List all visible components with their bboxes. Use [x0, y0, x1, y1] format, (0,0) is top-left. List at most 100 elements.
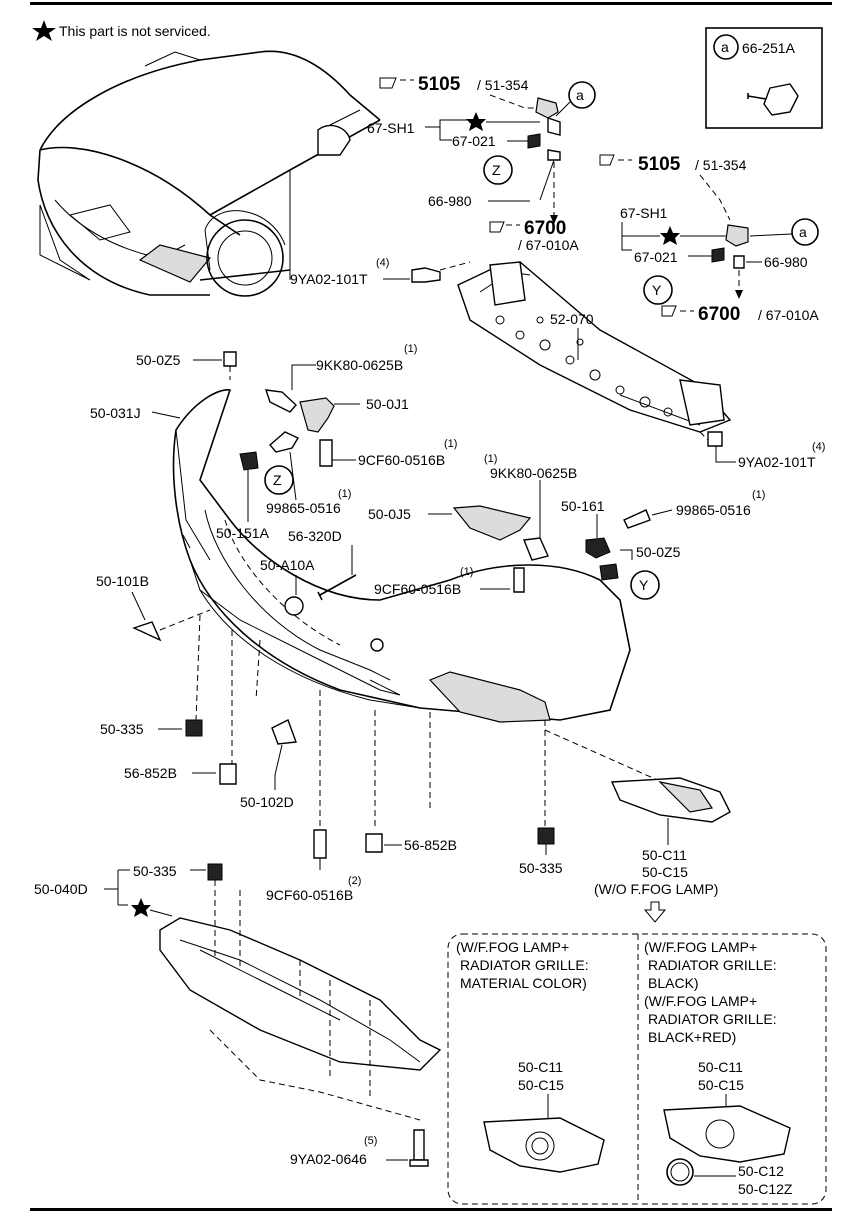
bracket-50-0j5	[452, 505, 532, 541]
wire-56320d	[317, 574, 357, 601]
label-9cf60-mid: 9CF60-0516B	[374, 581, 461, 597]
variant-left-text: (W/F.FOG LAMP+ RADIATOR GRILLE: MATERIAL…	[456, 939, 589, 991]
label-9cf60-low: 9CF60-0516B	[266, 887, 353, 903]
bracket-50151a	[239, 451, 259, 471]
label-50031j: 50-031J	[90, 405, 141, 421]
svg-text:(2): (2)	[348, 875, 361, 887]
label-66980-right: 66-980	[764, 254, 808, 270]
label-bolt-right: 9YA02-101T	[738, 454, 816, 470]
book-icon	[599, 154, 615, 166]
book-icon	[379, 77, 397, 89]
fog-cover-50c11	[610, 777, 731, 823]
label-50101b: 50-101B	[96, 573, 149, 589]
not-serviced-note: This part is not serviced.	[32, 20, 211, 41]
bolt-9ya02-top	[411, 267, 441, 283]
label-50335-left: 50-335	[100, 721, 144, 737]
label-9kk80-mid: 9KK80-0625B	[490, 465, 577, 481]
label-50335-low: 50-335	[133, 863, 177, 879]
legend-letter: a	[721, 39, 729, 55]
label-56852b-mid: 56-852B	[404, 837, 457, 853]
ref-6700-right: 6700 / 67-010A	[661, 304, 819, 325]
cap-50a10a	[284, 596, 304, 616]
label-fog-wo: (W/O F.FOG LAMP)	[594, 881, 718, 897]
car-sketch	[37, 50, 381, 297]
svg-text:5105: 5105	[638, 154, 681, 175]
label-67021-right: 67-021	[634, 249, 678, 265]
svg-text:Y: Y	[639, 577, 649, 593]
label-var-left-c11: 50-C11	[518, 1059, 563, 1075]
label-50102d: 50-102D	[240, 794, 294, 810]
bolt-9cf60-top	[319, 439, 333, 467]
bolt-9cf60-low	[313, 829, 327, 859]
svg-text:RADIATOR GRILLE:: RADIATOR GRILLE:	[648, 1011, 777, 1027]
front-bumper-50031j	[172, 389, 631, 721]
legend-part: 66-251A	[742, 40, 796, 56]
fog-cover-var-right	[663, 1105, 791, 1163]
label-50-0z5-mid: 50-0Z5	[636, 544, 681, 560]
book-icon	[661, 305, 677, 317]
callout-a-top	[568, 81, 596, 109]
clip-67021-right	[711, 247, 725, 263]
callout-z-top	[483, 155, 513, 185]
label-50-0j5: 50-0J5	[368, 506, 411, 522]
bracket-50-0j1	[299, 397, 335, 433]
bracket-50161	[585, 537, 611, 559]
label-var-right-c11: 50-C11	[698, 1059, 743, 1075]
screw-99865-left	[269, 431, 300, 453]
label-67021-left: 67-021	[452, 133, 496, 149]
clip-50-0z5-top	[223, 351, 237, 367]
label-var-right-c15: 50-C15	[698, 1077, 744, 1093]
legend-box: a 66-251A	[705, 27, 823, 129]
variant-right-text: (W/F.FOG LAMP+ RADIATOR GRILLE: BLACK) (…	[644, 939, 777, 1045]
callout-a-right	[791, 218, 819, 246]
cover-50101b	[132, 621, 162, 642]
beam-holes	[495, 315, 673, 417]
callout-y-bumper	[630, 570, 660, 600]
svg-text:BLACK+RED): BLACK+RED)	[648, 1029, 736, 1045]
label-67sh1-left: 67-SH1	[367, 120, 415, 136]
bolt-9ya02-0646	[413, 1129, 425, 1161]
ref-6700-left: 6700 / 67-010A	[489, 218, 579, 253]
label-99865-right: 99865-0516	[676, 502, 751, 518]
nut-50335-mid	[537, 827, 555, 845]
svg-text:(4): (4)	[376, 257, 389, 269]
label-56852b-left: 56-852B	[124, 765, 177, 781]
ref-5105-top: 5105 / 51-354	[379, 74, 529, 95]
label-50161: 50-161	[561, 498, 605, 514]
svg-text:a: a	[799, 224, 807, 240]
svg-text:(5): (5)	[364, 1135, 377, 1147]
svg-text:Z: Z	[273, 472, 282, 488]
svg-text:5105: 5105	[418, 74, 461, 95]
svg-text:(4): (4)	[812, 441, 825, 453]
svg-text:(1): (1)	[444, 438, 457, 450]
svg-text:MATERIAL COLOR): MATERIAL COLOR)	[460, 975, 587, 991]
svg-text:/ 67-010A: / 67-010A	[758, 307, 819, 323]
label-var-c12z: 50-C12Z	[738, 1181, 793, 1197]
retainer-icon	[763, 83, 799, 116]
label-50-0z5-top: 50-0Z5	[136, 352, 181, 368]
label-99865-left: 99865-0516	[266, 500, 341, 516]
svg-text:(1): (1)	[484, 453, 497, 465]
svg-text:(W/F.FOG LAMP+: (W/F.FOG LAMP+	[644, 993, 757, 1009]
svg-text:/ 67-010A: / 67-010A	[518, 237, 579, 253]
label-var-left-c15: 50-C15	[518, 1077, 564, 1093]
screw-99865-right	[623, 509, 651, 529]
retainer-67sh1-right	[725, 224, 749, 247]
label-bolt-top-left: 9YA02-101T	[290, 271, 368, 287]
mirror-icon	[317, 124, 351, 156]
bolt-9cf60-mid	[513, 567, 525, 593]
bolt-9ya02-right	[707, 431, 723, 447]
bottom-rule	[30, 1208, 832, 1211]
screw-9kk80-mid	[523, 537, 549, 561]
book-icon	[489, 221, 505, 233]
label-52070: 52-070	[550, 311, 594, 327]
tow-hook-hole	[370, 638, 384, 652]
label-50a10a: 50-A10A	[260, 557, 315, 573]
label-50-0j1: 50-0J1	[366, 396, 409, 412]
svg-text:a: a	[576, 87, 584, 103]
label-fog-c15: 50-C15	[642, 864, 688, 880]
note-text: This part is not serviced.	[59, 23, 211, 39]
label-50335-mid: 50-335	[519, 860, 563, 876]
label-56320d: 56-320D	[288, 528, 342, 544]
